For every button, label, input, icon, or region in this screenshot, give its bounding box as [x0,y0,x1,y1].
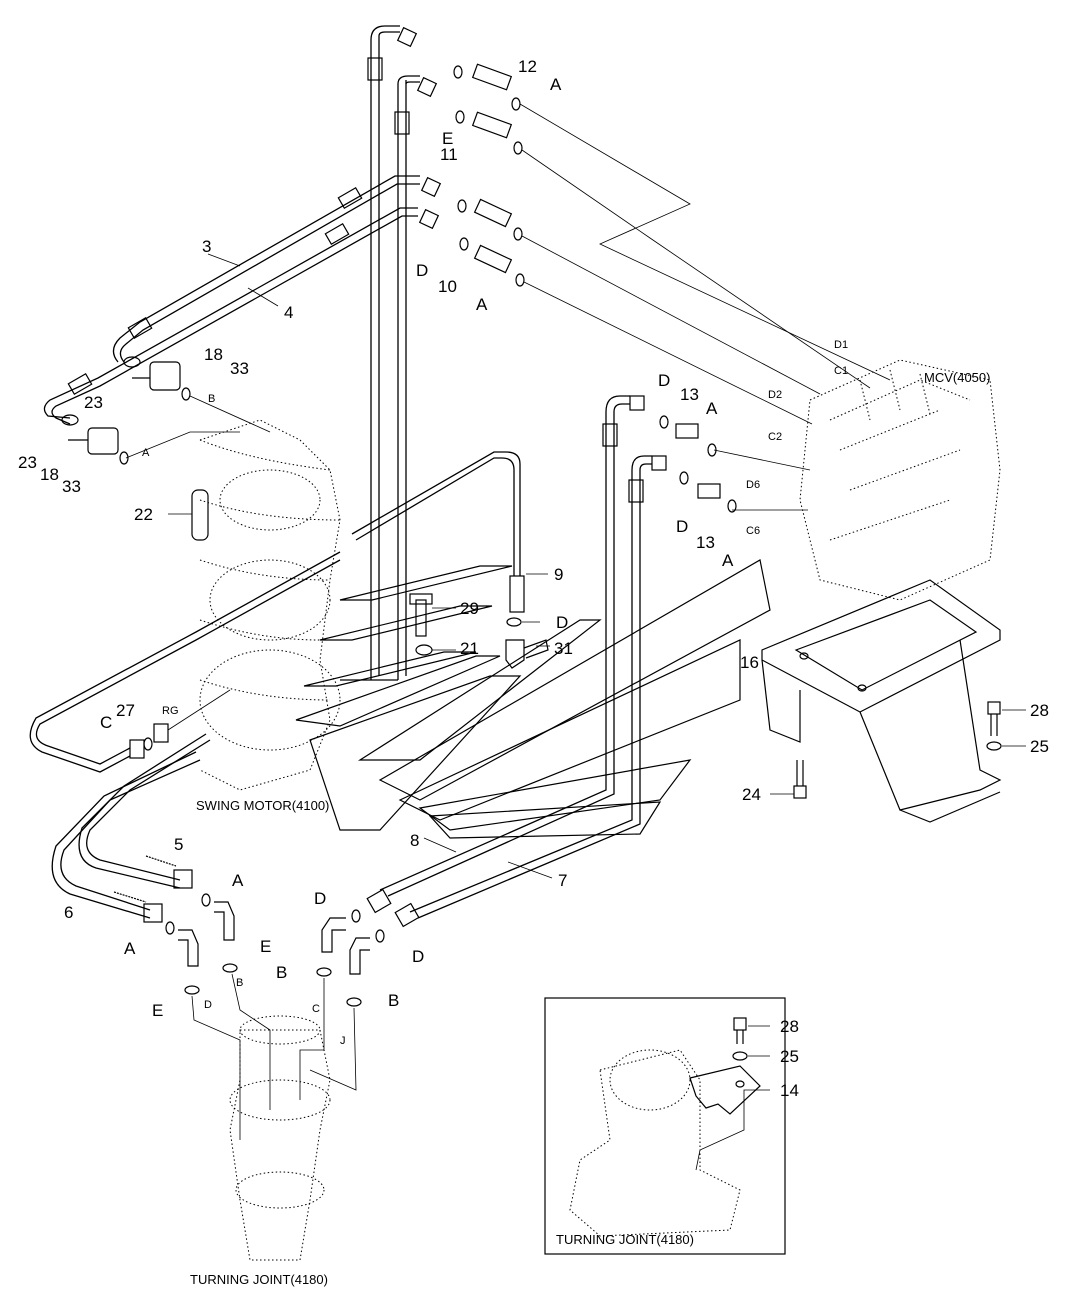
mcv-valve [799,359,1001,601]
part-label-25a: 25 [1030,737,1049,756]
port-label-b-joint: B [236,977,243,989]
part-number-labels: 12 11 3 4 10 18 33 23 23 18 33 22 13 13 … [18,57,1049,1100]
port-label-c2: C2 [768,431,782,443]
oring-label-a2: A [476,295,488,314]
part-label-5: 5 [174,835,183,854]
oring-label-d4: D [556,613,568,632]
part-label-12: 12 [518,57,537,76]
part-label-31: 31 [554,639,573,658]
oring-label-e3: E [152,1001,163,1020]
oring-label-a1: A [550,75,562,94]
oring-label-d5: D [314,889,326,908]
top-fittings [396,26,523,155]
part-label-7: 7 [558,871,567,890]
mcv-bracket [761,579,1002,823]
part-label-33b: 33 [62,477,81,496]
port-label-c6: C6 [746,525,760,537]
part-label-33a: 33 [230,359,249,378]
oring-letter-labels: A E D A D A D A D C A A E E D D B B [100,75,734,1020]
oring-label-d1: D [416,261,428,280]
turning-joint-label: TURNING JOINT(4180) [190,1272,328,1287]
port-label-d2: D2 [768,389,782,401]
part-label-29: 29 [460,599,479,618]
pipes-3-4 [43,175,420,425]
oring-label-c1: C [100,713,112,732]
turning-joint [229,1015,331,1261]
part-label-13a: 13 [680,385,699,404]
fittings-10 [418,176,525,287]
part-label-16: 16 [740,653,759,672]
pipe-9 [351,451,550,669]
part-label-8: 8 [410,831,419,850]
port-label-b: B [208,393,215,405]
part-label-13b: 13 [696,533,715,552]
part-label-3: 3 [202,237,211,256]
part-label-18b: 18 [40,465,59,484]
part-label-21: 21 [460,639,479,658]
vertical-pipe-group [340,25,420,681]
part-label-14: 14 [780,1081,799,1100]
swing-motor [168,419,341,791]
oring-label-a5: A [232,871,244,890]
detail-box [544,997,786,1255]
oring-label-a6: A [124,939,136,958]
part-label-6: 6 [64,903,73,922]
part-label-24: 24 [742,785,761,804]
part-label-4: 4 [284,303,293,322]
oring-label-b2: B [388,991,399,1010]
port-label-rg: RG [162,705,179,717]
part-label-22: 22 [134,505,153,524]
oring-label-a4: A [722,551,734,570]
oring-label-d3: D [676,517,688,536]
pipes-7-8 [366,395,737,928]
oring-label-a3: A [706,399,718,418]
port-label-d1: D1 [834,339,848,351]
flange-assemblies [61,356,191,465]
port-label-d6: D6 [746,479,760,491]
oring-label-b1: B [276,963,287,982]
plates [295,559,771,839]
port-label-d-joint: D [204,999,212,1011]
pipes-5-6 [29,551,341,967]
oring-label-e1: E [442,129,453,148]
port-label-j-joint: J [340,1035,346,1047]
part-label-23a: 23 [84,393,103,412]
port-label-a: A [142,447,150,459]
port-label-c-joint: C [312,1003,320,1015]
port-label-c1: C1 [834,365,848,377]
swing-motor-label: SWING MOTOR(4100) [196,798,329,813]
bolts-right [770,701,1026,799]
part-label-18a: 18 [204,345,223,364]
part-label-28b: 28 [780,1017,799,1036]
assembly-labels: MCV(4050) SWING MOTOR(4100) TURNING JOIN… [190,370,990,1287]
oring-label-e2: E [260,937,271,956]
oring-label-d2: D [658,371,670,390]
part-label-28a: 28 [1030,701,1049,720]
middle-fittings [184,909,385,1140]
part-label-23b: 23 [18,453,37,472]
detail-turning-joint-label: TURNING JOINT(4180) [556,1232,694,1247]
part-label-10: 10 [438,277,457,296]
mcv-label: MCV(4050) [924,370,990,385]
part-label-9: 9 [554,565,563,584]
port-labels: D1 C1 D2 C2 D6 C6 RG A B D B C J [142,339,848,1047]
part-label-27: 27 [116,701,135,720]
oring-label-d6: D [412,947,424,966]
part-label-25b: 25 [780,1047,799,1066]
part-label-11: 11 [440,145,458,164]
